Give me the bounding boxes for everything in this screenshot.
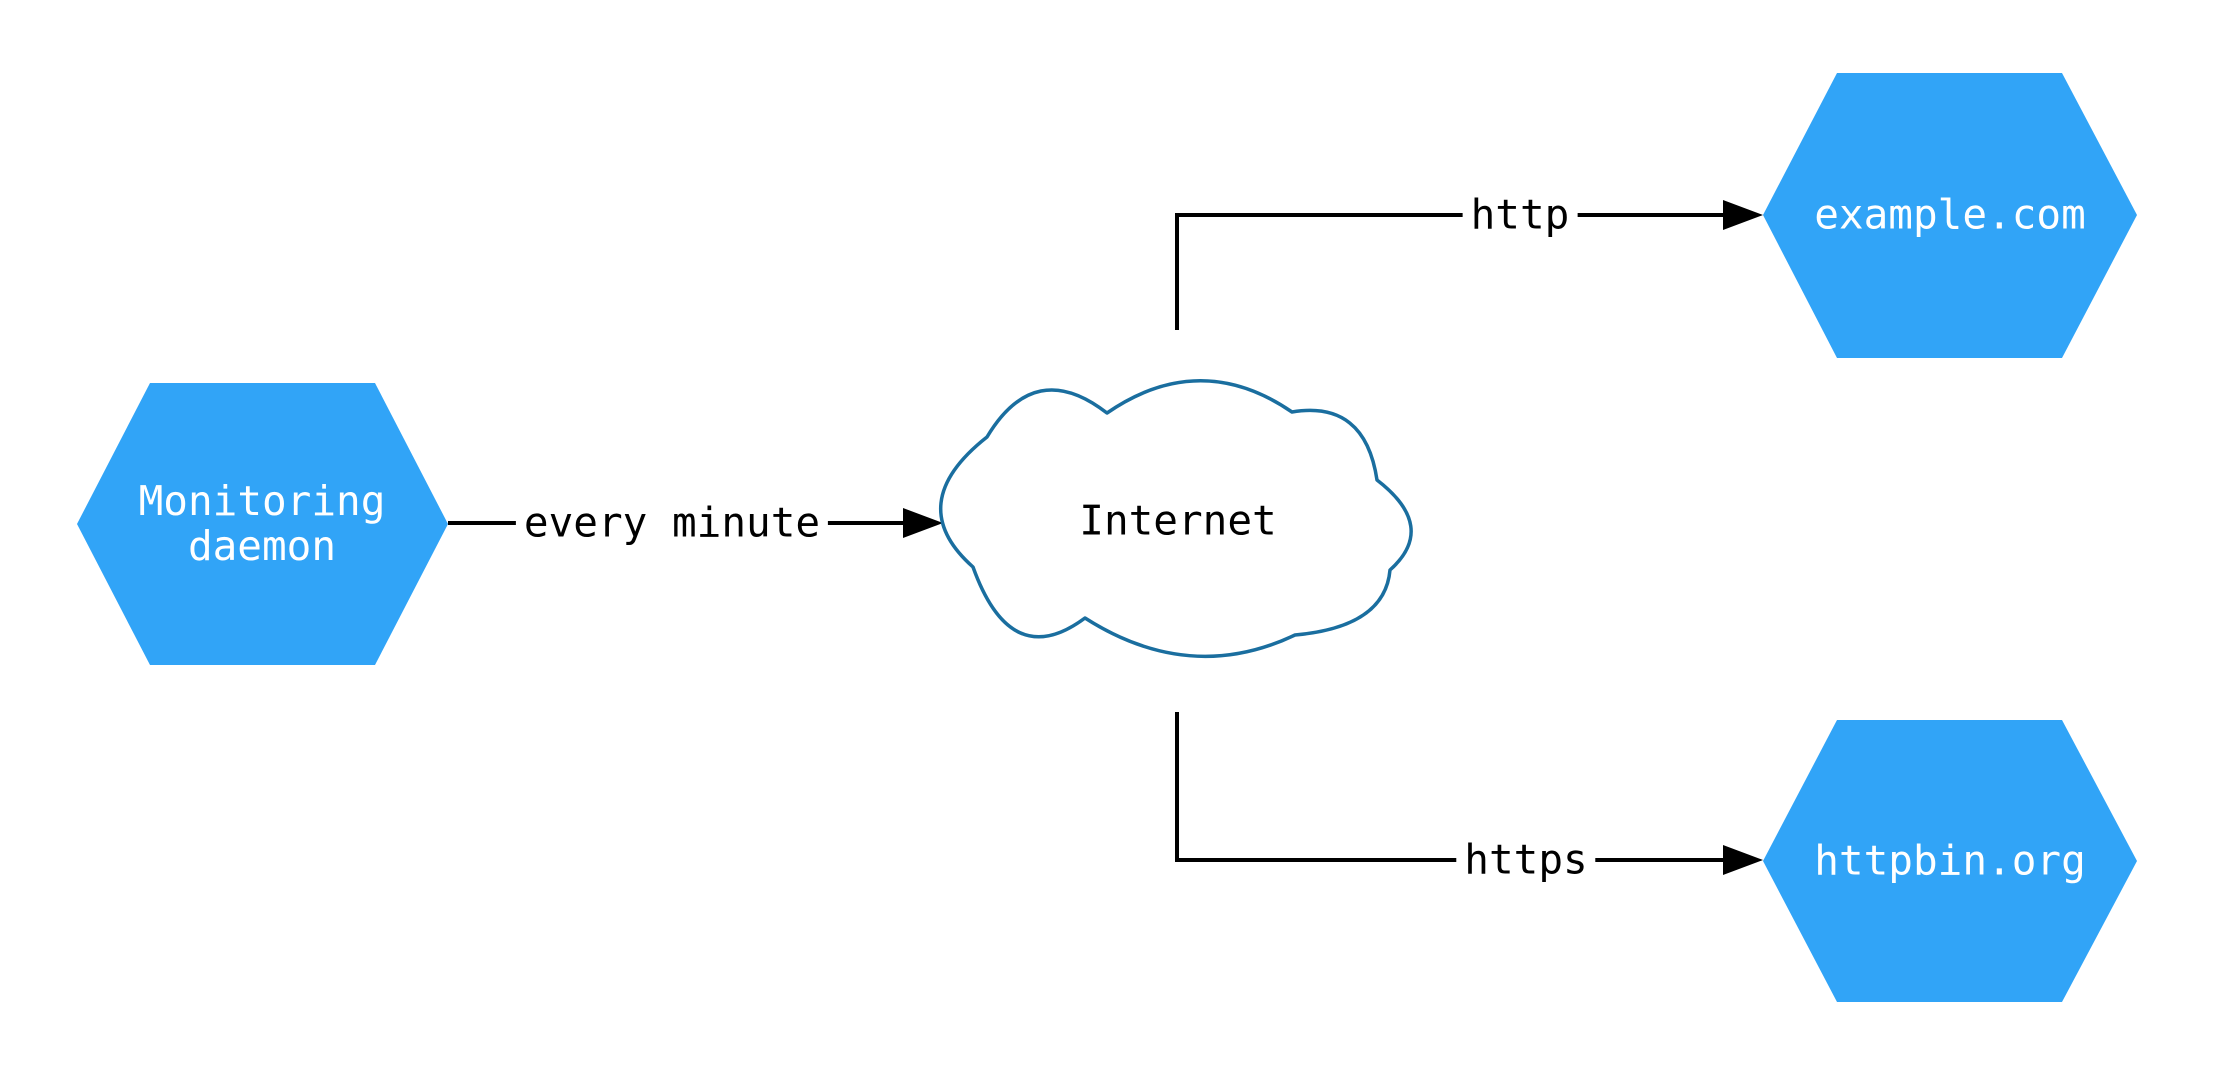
https-arrowhead-icon — [1723, 845, 1763, 875]
internet-cloud — [939, 379, 1413, 659]
internet-label: Internet — [1079, 496, 1277, 545]
example-com-label: example.com — [1814, 190, 2086, 239]
every-minute-edge-label: every minute — [515, 500, 829, 546]
httpbin-org-label: httpbin.org — [1814, 836, 2086, 885]
monitoring-daemon-hexagon — [77, 383, 448, 665]
http-edge-line — [1175, 213, 1730, 330]
httpbin-org-hexagon — [1763, 720, 2137, 1002]
example-com-hexagon — [1763, 73, 2137, 358]
monitoring-daemon-label: Monitoring daemon — [138, 477, 386, 570]
https-edge-label: https — [1456, 837, 1596, 883]
every-minute-arrowhead-icon — [903, 508, 943, 538]
http-edge-label: http — [1462, 192, 1578, 238]
http-arrowhead-icon — [1723, 200, 1763, 230]
https-edge-line — [1175, 712, 1730, 862]
